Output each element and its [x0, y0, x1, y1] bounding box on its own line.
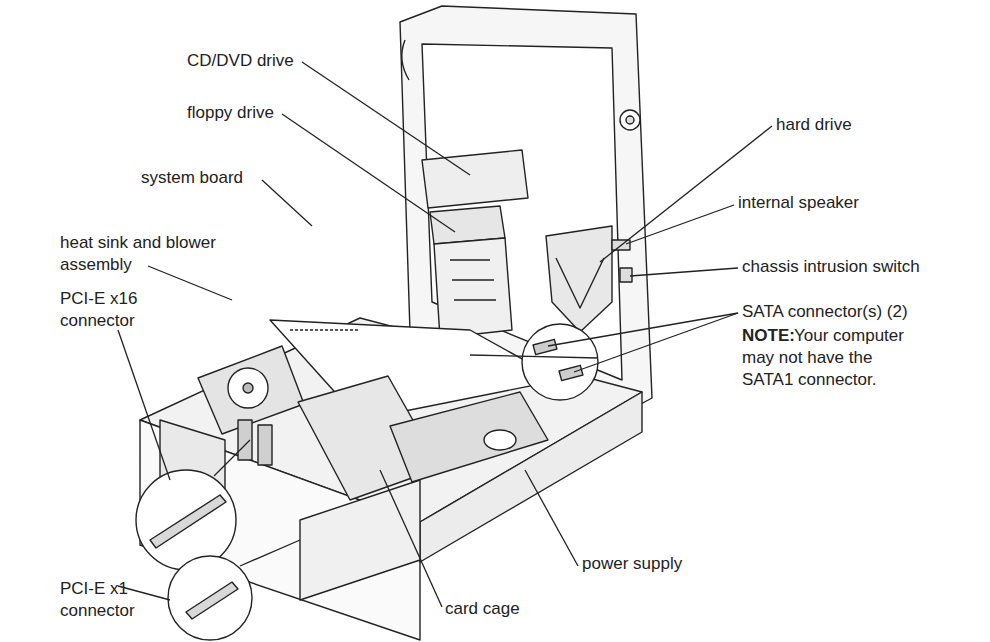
part-label: NOTE: — [742, 325, 802, 347]
bracket-detail — [450, 260, 496, 300]
part-label: system board — [141, 167, 341, 189]
blower-fan — [228, 368, 268, 408]
part-label: internal speaker — [738, 192, 978, 214]
cover-hinge — [620, 110, 640, 130]
leader-line — [282, 114, 455, 232]
pcie-x1-slot — [186, 582, 238, 619]
cover-hinge-pin — [626, 116, 634, 124]
leader-line — [240, 540, 300, 566]
board-connector — [290, 329, 360, 330]
zoom-circle — [136, 470, 236, 570]
part-label: chassis intrusion switch — [742, 256, 982, 278]
part-label: power supply — [582, 553, 782, 575]
leader-line — [548, 313, 738, 346]
leader-line — [118, 330, 170, 480]
pcie-x16-slot — [150, 495, 226, 548]
leader-line — [630, 268, 738, 276]
hard-drive-detail — [556, 258, 604, 308]
drive-bracket — [434, 238, 512, 338]
sata-connector — [559, 365, 583, 380]
leader-line — [470, 355, 598, 358]
part-label: Your computer may not have the SATA1 con… — [742, 325, 922, 391]
leader-line — [148, 266, 232, 300]
intrusion-switch — [620, 268, 632, 282]
io-ports — [258, 425, 272, 465]
part-label: heat sink and blower assembly — [60, 232, 260, 276]
part-label: card cage — [445, 598, 645, 620]
leader-line — [574, 313, 738, 372]
sata-connector — [533, 339, 557, 354]
cover-latch — [402, 40, 409, 80]
leader-line — [262, 180, 312, 226]
hard-drive — [546, 226, 612, 332]
leader-lines — [118, 62, 772, 607]
leader-line — [302, 62, 470, 175]
part-label: floppy drive — [187, 102, 387, 124]
cd-dvd-drive — [422, 150, 528, 208]
leader-line — [214, 440, 250, 476]
power-supply-vent — [484, 430, 516, 450]
zoom-circle — [522, 324, 598, 400]
part-label: PCI-E x16 connector — [60, 288, 160, 332]
power-supply — [390, 392, 548, 482]
leader-line — [626, 205, 734, 244]
leader-line — [525, 470, 578, 566]
part-label: CD/DVD drive — [187, 50, 387, 72]
part-label: hard drive — [776, 114, 976, 136]
chassis — [136, 6, 652, 640]
part-label: PCI-E x1 connector — [60, 578, 160, 622]
zoom-circle — [168, 556, 252, 640]
leader-line — [380, 470, 442, 607]
card-cage-front — [300, 480, 420, 600]
blower-hub — [243, 383, 253, 393]
part-label: SATA connector(s) (2) — [742, 301, 982, 323]
